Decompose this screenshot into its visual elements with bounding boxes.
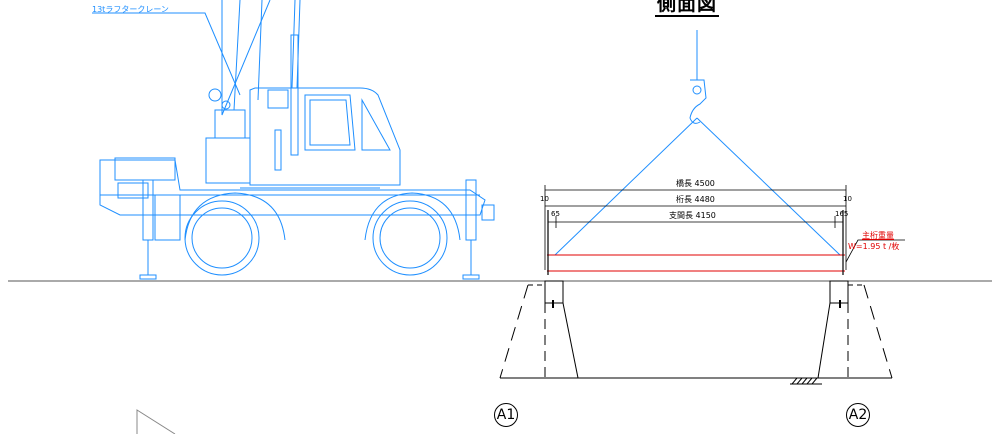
left-offset-65-label: 65	[551, 210, 560, 218]
view-title: 側面図	[655, 0, 720, 17]
lifting-rig	[554, 30, 841, 256]
ground-hatch-icon	[790, 377, 822, 385]
bottom-line	[578, 377, 822, 385]
abutment-a2-label: A2	[846, 403, 870, 427]
crane-outrigger-right	[462, 179, 495, 280]
right-offset-65-label: 165	[835, 210, 849, 218]
crane-rear-wheel	[372, 200, 448, 276]
girder-length-label: 桁長 4480	[676, 195, 715, 204]
crane-chassis	[99, 159, 486, 216]
crane-cab	[249, 87, 401, 186]
crane-outrigger-left	[139, 179, 181, 280]
abutment-a2	[817, 280, 893, 379]
sling-right	[696, 117, 841, 256]
main-girder	[547, 254, 845, 272]
sling-left	[554, 117, 698, 256]
crane-hook-icon	[689, 79, 707, 124]
abutment-a1-label: A1	[494, 403, 518, 427]
rough-terrain-crane	[92, 0, 495, 280]
dimension-lines	[544, 185, 905, 270]
crane-leader-line	[92, 12, 241, 96]
abutment-a1	[499, 280, 579, 379]
crane-boom	[221, 0, 271, 116]
crane-label: 13tラフタークレーン	[92, 5, 169, 14]
girder-weight-title: 主桁重量	[862, 231, 894, 240]
span-length-label: 支間長 4150	[669, 211, 716, 220]
bridge-length-label: 橋長 4500	[676, 179, 715, 188]
section-mark-icon	[136, 409, 176, 434]
left-offset-10-label: 10	[540, 195, 549, 203]
girder-weight-value: W=1.95 t /枚	[848, 242, 900, 251]
crane-front-wheel	[184, 200, 260, 276]
right-offset-10-label: 10	[843, 195, 852, 203]
girder-end-stiffeners	[547, 210, 844, 275]
